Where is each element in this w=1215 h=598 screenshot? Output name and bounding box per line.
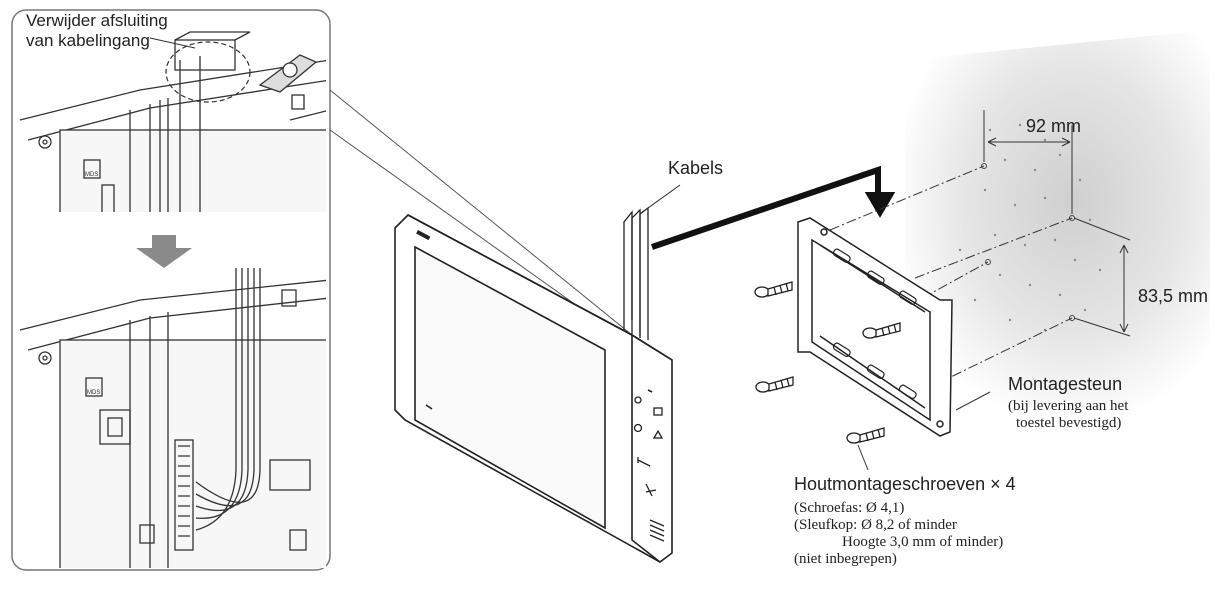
- screws-label: Houtmontageschroeven × 4 (Schroefas: Ø 4…: [794, 474, 1016, 569]
- bracket-slots: [832, 248, 917, 399]
- dimension-width-label: 92 mm: [1026, 116, 1082, 136]
- wall-surface: [905, 30, 1210, 410]
- dimension-lines: [983, 110, 1131, 337]
- down-arrow-icon: [136, 235, 192, 268]
- cables-leader: [647, 184, 681, 209]
- monitor-buttons: [633, 396, 665, 542]
- monitor-screen: [414, 245, 606, 530]
- screws-not-included: (niet inbegrepen): [794, 551, 897, 568]
- bracket-note-2: toestel bevestigd): [1016, 414, 1122, 431]
- bracket-label: Montagesteun (bij levering aan het toest…: [1008, 374, 1128, 432]
- inset-panel: MDS MDS: [11, 9, 331, 571]
- bracket-title: Montagesteun: [1008, 374, 1123, 394]
- bracket-leader: [955, 391, 991, 411]
- cables-label: Kabels: [668, 158, 724, 178]
- screw-leader: [857, 444, 869, 471]
- inset-top-detail: [19, 31, 326, 212]
- screws-shaft: (Schroefas: Ø 4,1): [794, 499, 905, 516]
- screws-head-2: Hoogte 3,0 mm of minder): [842, 534, 1004, 551]
- callout-line-1: Verwijder afsluiting: [26, 11, 168, 30]
- screws-title: Houtmontageschroeven × 4: [794, 474, 1016, 494]
- cable-entry-callout: Verwijder afsluiting van kabelingang: [26, 11, 168, 50]
- monitor-unit: [394, 214, 673, 563]
- wall-hole-1: [981, 163, 987, 169]
- wall-hole-3: [985, 259, 991, 265]
- inset-top-icon-label: MDS: [85, 172, 98, 178]
- callout-line-2: van kabelingang: [26, 30, 150, 50]
- inset-bottom-detail: [19, 268, 326, 568]
- inset-bottom-icon-label: MDS: [87, 390, 100, 396]
- screw-icon: [755, 376, 794, 393]
- cables: [623, 206, 649, 340]
- cable-entry-cover-highlight: [165, 41, 251, 103]
- magnifier-line-top: [329, 89, 633, 336]
- screw-icon: [846, 427, 885, 444]
- dimension-height-label: 83,5 mm: [1138, 286, 1209, 306]
- screws-head-1: (Sleufkop: Ø 8,2 of minder: [794, 516, 957, 533]
- bracket-note-1: (bij levering aan het: [1008, 397, 1129, 414]
- move-arrow-icon: [651, 165, 896, 250]
- screw-icon: [862, 322, 901, 339]
- screws: [754, 281, 901, 444]
- screw-icon: [754, 281, 793, 298]
